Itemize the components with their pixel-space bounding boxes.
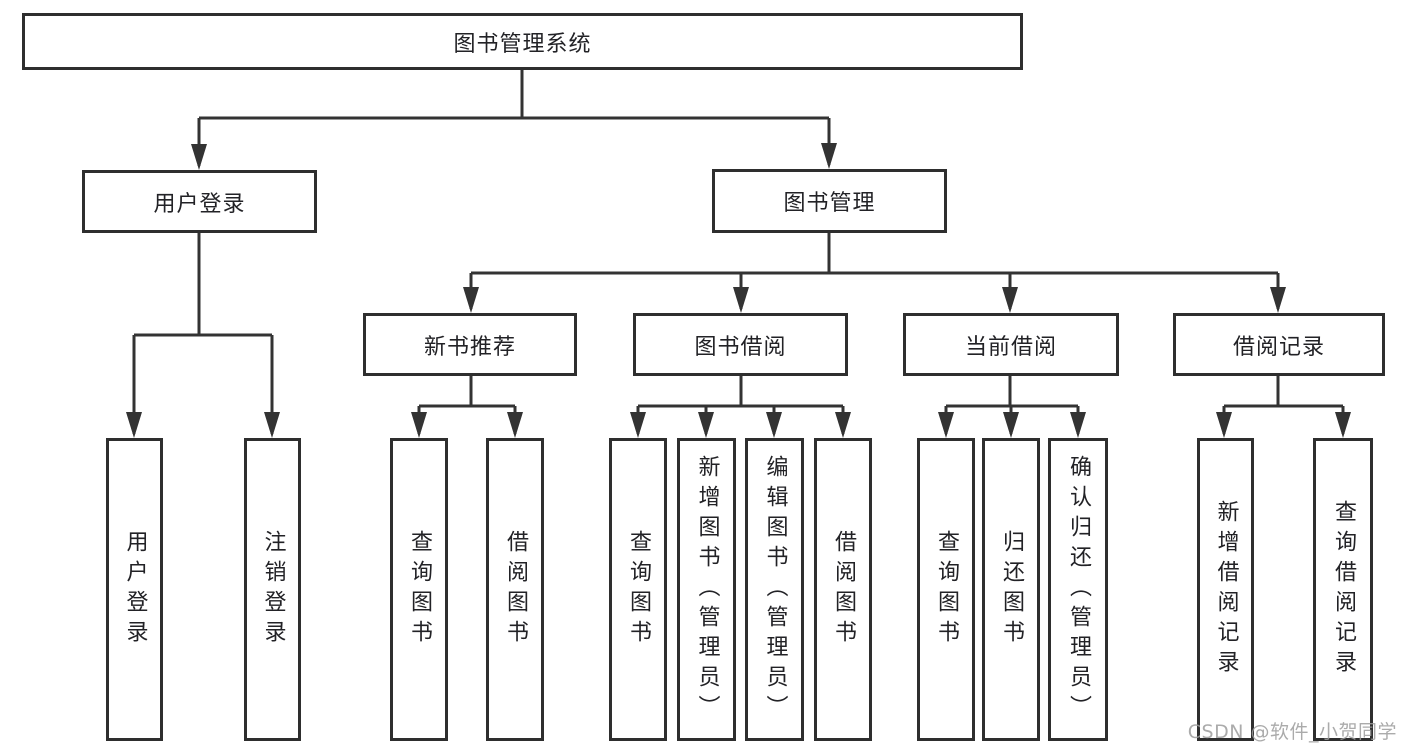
node-root-label: 图书管理系统 [453,31,592,57]
arrowhead-icon [835,412,851,438]
arrowhead-icon [630,412,646,438]
leaf-user-login: 用户登录 [106,438,163,741]
leaf-add-borrow-record: 新增借阅记录 [1197,438,1254,741]
leaf-borrow-query-books-label: 查询图书 [626,529,651,650]
arrowhead-icon [191,144,207,170]
arrowhead-icon [821,143,837,169]
arrowhead-icon [698,412,714,438]
node-user-login-label: 用户登录 [153,191,246,217]
node-new-book-recommend: 新书推荐 [363,313,577,376]
leaf-add-books-admin: 新增图书（管理员） [677,438,736,741]
leaf-query-borrow-record-label: 查询借阅记录 [1331,499,1356,680]
leaf-add-books-admin-label: 新增图书（管理员） [694,454,720,725]
arrowhead-icon [463,287,479,313]
arrowhead-icon [733,287,749,313]
leaf-edit-books-admin: 编辑图书（管理员） [745,438,804,741]
connector-book-mgmt-to-level3 [469,233,1280,309]
leaf-return-books: 归还图书 [982,438,1040,741]
arrowhead-icon [264,412,280,438]
connector-user-login-group [132,233,274,434]
leaf-current-query-books-label: 查询图书 [934,529,959,650]
node-book-management: 图书管理 [712,169,947,233]
arrowhead-icon [507,412,523,438]
arrowhead-icon [766,412,782,438]
arrowhead-icon [1335,412,1351,438]
arrowhead-icon [126,412,142,438]
leaf-newrec-query-books: 查询图书 [390,438,448,741]
leaf-confirm-return-admin: 确认归还（管理员） [1048,438,1108,741]
leaf-logout-label: 注销登录 [260,529,286,650]
leaf-user-login-label: 用户登录 [122,529,148,650]
arrowhead-icon [938,412,954,438]
leaf-borrow-books: 借阅图书 [814,438,872,741]
node-borrow-records-label: 借阅记录 [1232,334,1325,360]
node-new-book-recommend-label: 新书推荐 [423,334,516,360]
node-user-login: 用户登录 [82,170,317,233]
arrowhead-icon [1070,412,1086,438]
arrowhead-icon [1002,287,1018,313]
connector-new-book-group [417,376,517,434]
connector-borrow-records-group [1222,376,1345,434]
leaf-add-borrow-record-label: 新增借阅记录 [1213,499,1239,680]
connector-root-to-level2 [197,70,831,166]
node-borrow-records: 借阅记录 [1173,313,1385,376]
leaf-return-books-label: 归还图书 [999,529,1024,650]
leaf-edit-books-admin-label: 编辑图书（管理员） [762,454,788,725]
leaf-newrec-borrow-books: 借阅图书 [486,438,544,741]
node-book-management-label: 图书管理 [783,191,876,216]
node-current-borrow: 当前借阅 [903,313,1119,376]
node-book-borrow-label: 图书借阅 [694,334,787,360]
leaf-borrow-books-label: 借阅图书 [831,529,856,650]
node-root-system: 图书管理系统 [22,13,1023,70]
leaf-newrec-borrow-books-label: 借阅图书 [503,529,528,650]
leaf-newrec-query-books-label: 查询图书 [407,529,432,650]
leaf-borrow-query-books: 查询图书 [609,438,667,741]
arrowhead-icon [1270,287,1286,313]
connector-book-borrow-group [636,376,845,434]
leaf-current-query-books: 查询图书 [917,438,975,741]
arrowhead-icon [1003,412,1019,438]
node-book-borrow: 图书借阅 [633,313,848,376]
leaf-confirm-return-admin-label: 确认归还（管理员） [1066,454,1091,725]
arrowhead-icon [411,412,427,438]
watermark: CSDN @软件_小贺同学 [1187,721,1397,743]
leaf-query-borrow-record: 查询借阅记录 [1313,438,1373,741]
node-current-borrow-label: 当前借阅 [964,334,1057,360]
arrowhead-icon [1216,412,1232,438]
leaf-logout: 注销登录 [244,438,301,741]
